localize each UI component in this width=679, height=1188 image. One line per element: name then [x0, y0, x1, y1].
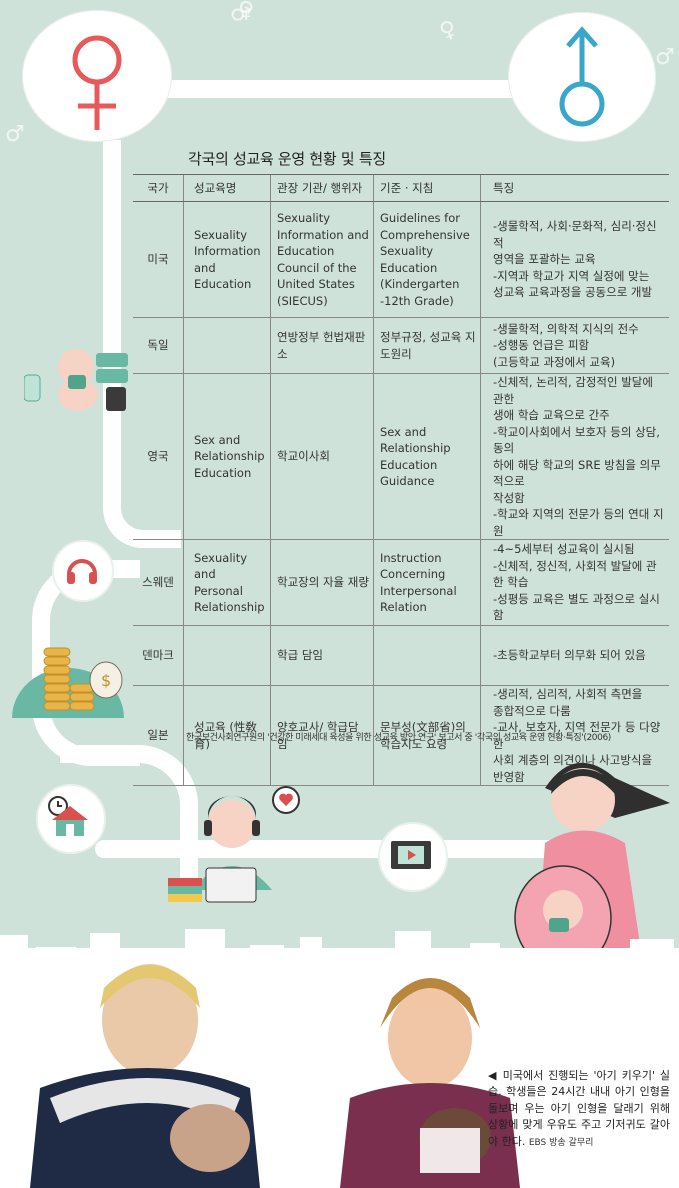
svg-text:$: $ [101, 671, 111, 690]
cell-agency: 학급 담임 [270, 625, 374, 686]
table-row: 영국 Sex and Relationship Education 학교이사회 … [133, 373, 669, 540]
photo-credit: EBS 방송 갈무리 [528, 1137, 594, 1148]
photo-caption: ◀ 미국에서 진행되는 '아기 키우기' 실습. 학생들은 24시간 내내 아기… [488, 1068, 670, 1151]
student-laptop-icon [168, 786, 300, 903]
header-program: 성교육명 [183, 174, 271, 202]
cell-features: -초등학교부터 의무화 되어 있음 [480, 625, 669, 686]
header-country: 국가 [133, 174, 184, 202]
source-note: 한국보건사회연구원의 '건강한 미래세대 육성을 위한 성교육 방안 연구' 보… [186, 733, 611, 743]
cell-guideline: Sex and Relationship Education Guidance [373, 373, 481, 540]
path-left-vertical [103, 140, 121, 495]
cell-guideline [373, 625, 481, 686]
cell-program [183, 317, 271, 374]
female-symbol [72, 35, 122, 130]
caption-text: ◀ 미국에서 진행되는 '아기 키우기' 실습. 학생들은 24시간 내내 아기… [488, 1069, 670, 1148]
cell-program: 성교육 (性敎育) [183, 685, 271, 786]
coins-icon: $ [12, 647, 124, 718]
cell-features: -신체적, 논리적, 감정적인 발달에 관한 생애 학습 교육으로 간주 -학교… [480, 373, 669, 540]
cell-country: 스웨덴 [133, 539, 184, 626]
table-row: 독일 연방정부 헌법재판소 정부규정, 성교육 지도원리 -생물학적, 의학적 … [133, 317, 669, 374]
table-title: 각국의 성교육 운영 현황 및 특징 [188, 150, 386, 168]
headphones-circle [52, 540, 114, 602]
cell-country: 덴마크 [133, 625, 184, 686]
path-top [110, 80, 560, 98]
pregnant-woman-icon [514, 762, 670, 1033]
cell-features: -4~5세부터 성교육이 실시됨 -신체적, 정신적, 사회적 발달에 관한 학… [480, 539, 669, 626]
header-agency: 관장 기관/ 행위자 [270, 174, 374, 202]
cell-program: Sex and Relationship Education [183, 373, 271, 540]
cell-program [183, 625, 271, 686]
headphones-icon [67, 559, 97, 584]
decor-male-symbol: ♂ [655, 45, 675, 70]
table-header-row: 국가 성교육명 관장 기관/ 행위자 기준 · 지침 특징 [133, 174, 669, 202]
cell-program: Sexuality Information and Education [183, 201, 271, 318]
cell-guideline: Guidelines for Comprehensive Sexuality E… [373, 201, 481, 318]
cell-guideline: Instruction Concerning Interpersonal Rel… [373, 539, 481, 626]
cell-guideline: 문부성(文部省)의 학습지도 요령 [373, 685, 481, 786]
header-features: 특징 [480, 174, 669, 202]
decor-male-symbol: ♂ [5, 122, 25, 147]
clock-house-icon [48, 796, 88, 836]
baby-icon [24, 349, 128, 411]
students-with-baby-dolls-image [30, 964, 520, 1188]
cell-guideline: 정부규정, 성교육 지도원리 [373, 317, 481, 374]
decor-male-symbol: ♂ [226, 0, 254, 30]
cell-country: 독일 [133, 317, 184, 374]
header-guideline: 기준 · 지침 [373, 174, 481, 202]
cell-agency: 양호교사/ 학급담임 [270, 685, 374, 786]
classroom-photo: ◀ 미국에서 진행되는 '아기 키우기' 실습. 학생들은 24시간 내내 아기… [0, 948, 679, 1188]
cell-agency: 학교이사회 [270, 373, 374, 540]
cell-agency: Sexuality Information and Education Coun… [270, 201, 374, 318]
cell-country: 미국 [133, 201, 184, 318]
cell-features: -생물학적, 사회·문화적, 심리·정신적 영역을 포괄하는 교육 -지역과 학… [480, 201, 669, 318]
table-row: 스웨덴 Sexuality and Personal Relationship … [133, 539, 669, 626]
video-icon [391, 841, 431, 869]
policy-table: 국가 성교육명 관장 기관/ 행위자 기준 · 지침 특징 미국 Sexuali… [133, 174, 669, 786]
decor-female-symbol: ♀ [436, 15, 460, 46]
cell-country: 일본 [133, 685, 184, 786]
table-row: 미국 Sexuality Information and Education S… [133, 201, 669, 318]
table-row: 덴마크 학급 담임 -초등학교부터 의무화 되어 있음 [133, 625, 669, 686]
cell-agency: 연방정부 헌법재판소 [270, 317, 374, 374]
cell-country: 영국 [133, 373, 184, 540]
decor-female-symbol: ♀ [238, 0, 255, 23]
male-symbol [559, 26, 605, 127]
video-circle [378, 822, 448, 892]
table-row: 일본 성교육 (性敎育) 양호교사/ 학급담임 문부성(文部省)의 학습지도 요… [133, 685, 669, 786]
cell-features: -생물학적, 의학적 지식의 전수 -성행동 언급은 피함 (고등학교 과정에서… [480, 317, 669, 374]
cell-program: Sexuality and Personal Relationship [183, 539, 271, 626]
cell-agency: 학교장의 자율 재량 [270, 539, 374, 626]
